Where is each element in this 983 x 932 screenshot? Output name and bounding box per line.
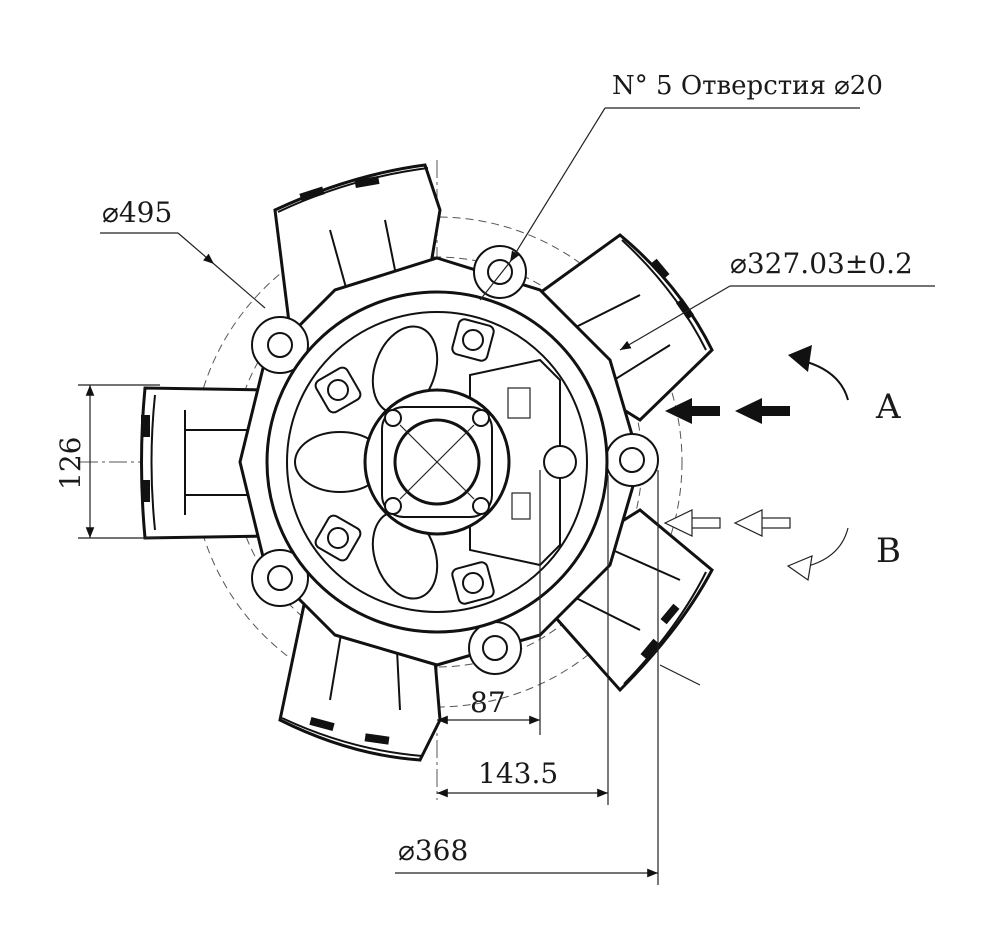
body-bolt-holes — [314, 318, 495, 605]
dim-bolt-circle — [619, 285, 935, 351]
outer-diameter-label: ⌀495 — [102, 196, 172, 229]
cylinders — [140, 163, 714, 762]
holes-label: N° 5 Отверстия ⌀20 — [612, 71, 883, 101]
main-body-inner — [286, 311, 588, 613]
mounting-lugs — [251, 245, 659, 675]
lug-right — [605, 433, 659, 487]
bolt-circle-label: ⌀327.03±0.2 — [730, 247, 913, 280]
dim-126 — [78, 384, 160, 539]
rotation-a — [665, 345, 849, 424]
lug-bottom — [468, 621, 522, 675]
rotation-b-label: B — [876, 531, 901, 571]
dim-495 — [100, 232, 266, 309]
center-hub — [363, 388, 511, 536]
dim-87 — [437, 470, 541, 735]
dim-87-label: 87 — [470, 686, 506, 719]
height-126-label: 126 — [54, 437, 87, 490]
lug-left-bottom — [251, 549, 309, 607]
lug-top — [473, 245, 527, 299]
rotation-b — [663, 509, 849, 582]
rotation-a-label: A — [875, 387, 901, 427]
dim-143-5 — [437, 475, 609, 805]
dim-143-5-label: 143.5 — [478, 757, 558, 790]
dim-368 — [395, 470, 701, 885]
dim-368-label: ⌀368 — [398, 834, 468, 867]
lug-left-top — [251, 316, 309, 374]
valve-housing — [469, 358, 577, 567]
dim-holes — [479, 107, 860, 301]
